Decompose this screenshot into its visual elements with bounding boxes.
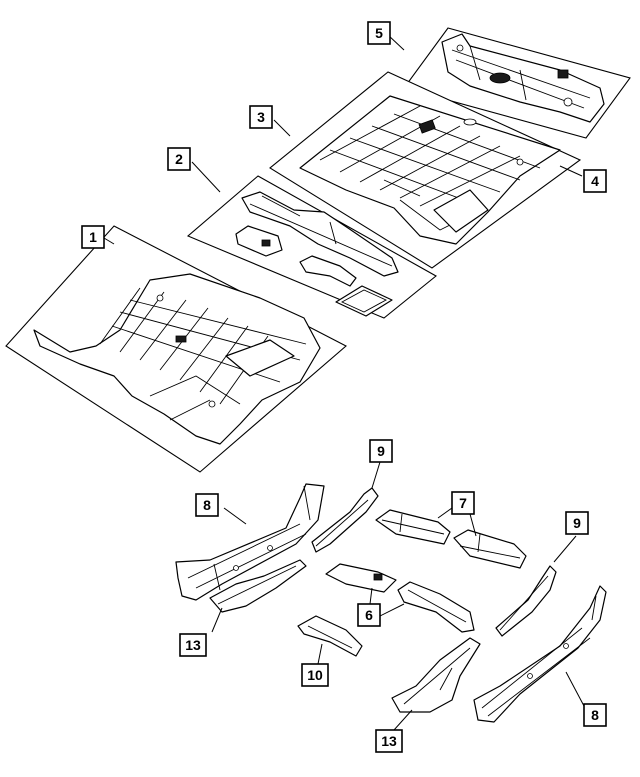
part-6-brackets [325, 563, 475, 633]
callout-1: 1 [81, 225, 105, 249]
callout-6-label: 6 [365, 607, 373, 623]
part-8-left-sill [175, 483, 325, 601]
callout-1-label: 1 [89, 229, 97, 245]
part-9-left-rail [311, 487, 379, 553]
callout-2: 2 [167, 147, 191, 171]
callout-10: 10 [301, 663, 329, 687]
callout-8-left: 8 [195, 493, 219, 517]
callout-5: 5 [367, 21, 391, 45]
part-10-bracket [297, 615, 363, 657]
part-8-right-sill [473, 585, 607, 723]
callout-9-left: 9 [369, 439, 393, 463]
callout-10-label: 10 [307, 667, 323, 683]
callout-7: 7 [451, 491, 475, 515]
callout-8-left-label: 8 [203, 497, 211, 513]
callout-13-left: 13 [179, 633, 207, 657]
callout-3-label: 3 [257, 109, 265, 125]
part-1-panel [5, 225, 347, 473]
part-7-crossmembers [375, 509, 527, 569]
part-3-panel [269, 71, 582, 269]
callout-7-label: 7 [459, 495, 467, 511]
callout-13-right: 13 [375, 729, 403, 753]
callout-6: 6 [357, 603, 381, 627]
callout-9-left-label: 9 [377, 443, 385, 459]
part-2-panel [186, 175, 437, 319]
callout-4-label: 4 [591, 173, 599, 189]
callout-13-left-label: 13 [185, 637, 201, 653]
callout-9-right: 9 [565, 511, 589, 535]
callout-13-right-label: 13 [381, 733, 397, 749]
part-13-right-reinforcement [391, 637, 481, 713]
callout-9-right-label: 9 [573, 515, 581, 531]
callout-8-right-label: 8 [591, 707, 599, 723]
part-9-right-rail [495, 565, 557, 637]
callout-2-label: 2 [175, 151, 183, 167]
part-5-panel [403, 27, 631, 139]
callout-3: 3 [249, 105, 273, 129]
callout-8-right: 8 [583, 703, 607, 727]
leader-lines [103, 34, 585, 731]
callout-4: 4 [583, 169, 607, 193]
part-13-left-reinforcement [209, 559, 307, 613]
callout-5-label: 5 [375, 25, 383, 41]
